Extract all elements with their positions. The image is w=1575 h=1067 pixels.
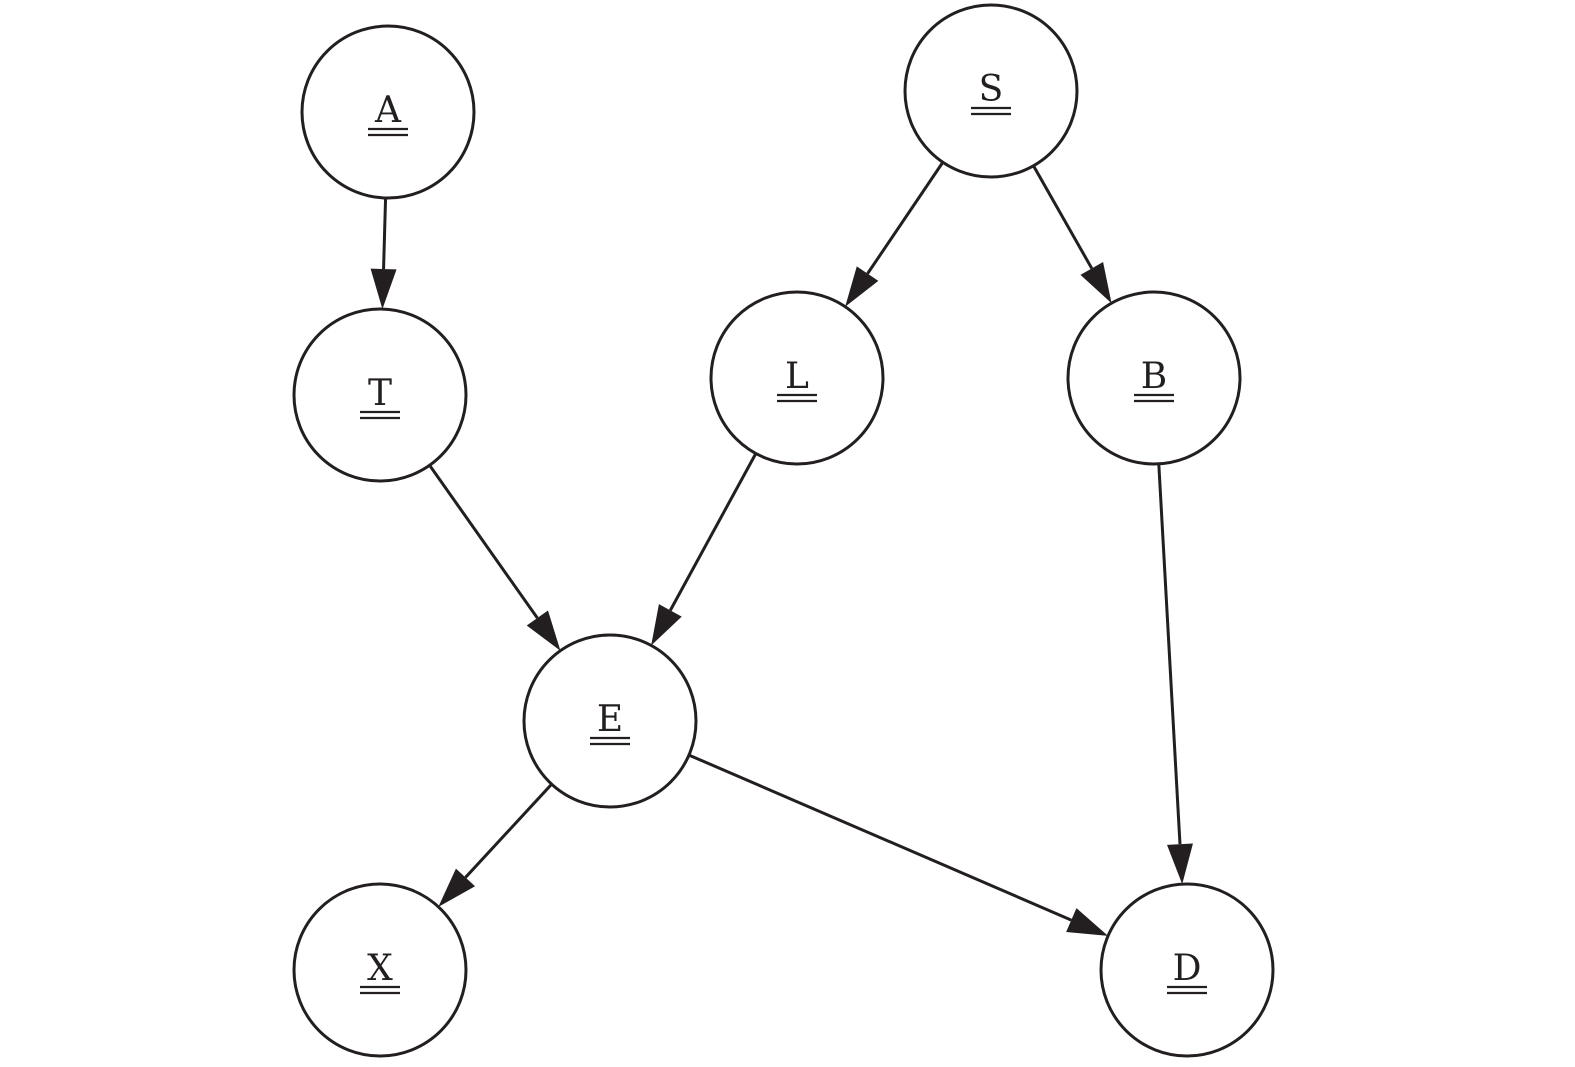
node-label: A [374, 90, 402, 131]
node-circle [709, 290, 885, 466]
edge-e-to-d [688, 753, 1109, 936]
node-t: T [292, 307, 468, 483]
node-label: X [367, 948, 393, 989]
nodes-layer: A S T L B E X D [292, 3, 1275, 1058]
arrowhead-icon [370, 268, 397, 310]
node-x: X [292, 882, 468, 1058]
edge-line [1032, 165, 1094, 270]
node-circle [1099, 882, 1275, 1058]
arrowhead-icon [1066, 908, 1109, 936]
node-circle [1066, 290, 1242, 466]
arrowhead-icon [1167, 843, 1193, 885]
node-b: B [1066, 290, 1242, 466]
edge-t-to-e [428, 464, 561, 651]
edge-a-to-t [370, 197, 397, 310]
node-circle [522, 633, 698, 809]
edge-l-to-e [651, 452, 758, 646]
arrowhead-icon [845, 266, 879, 307]
arrowhead-icon [438, 868, 476, 907]
edge-e-to-x [438, 783, 553, 907]
edge-line [382, 197, 388, 270]
edge-s-to-b [1032, 165, 1112, 304]
node-label: E [597, 699, 623, 740]
node-label: S [979, 69, 1004, 110]
arrowhead-icon [526, 610, 561, 651]
edge-line [688, 753, 1072, 922]
node-circle [903, 3, 1079, 179]
node-s: S [903, 3, 1079, 179]
edge-line [464, 783, 553, 879]
node-circle [292, 307, 468, 483]
edge-line [1157, 463, 1182, 845]
node-label: D [1173, 948, 1202, 989]
node-label: B [1141, 356, 1167, 397]
edge-line [428, 464, 539, 619]
node-d: D [1099, 882, 1275, 1058]
node-a: A [300, 24, 476, 200]
edge-b-to-d [1157, 463, 1193, 885]
node-label: T [368, 373, 392, 414]
edge-s-to-l [845, 161, 945, 307]
node-circle [300, 24, 476, 200]
edge-line [668, 452, 758, 612]
arrowhead-icon [651, 604, 682, 646]
edge-line [866, 161, 945, 275]
edges-layer [370, 161, 1193, 936]
node-circle [292, 882, 468, 1058]
node-label: L [785, 356, 809, 397]
node-l: L [709, 290, 885, 466]
node-e: E [522, 633, 698, 809]
arrowhead-icon [1080, 262, 1112, 304]
